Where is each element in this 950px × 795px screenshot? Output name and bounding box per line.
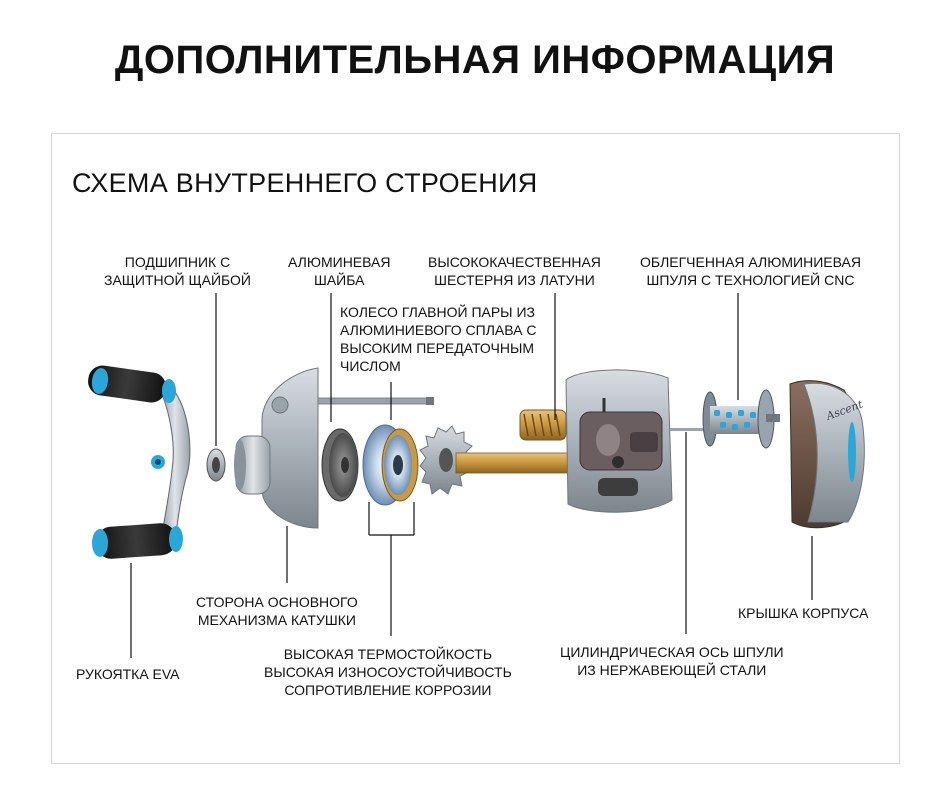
pinion-gear-part [419, 425, 473, 495]
handle-assembly [88, 365, 191, 559]
diagram-title: СХЕМА ВНУТРЕННЕГО СТРОЕНИЯ [72, 168, 538, 198]
diagram-panel [51, 133, 900, 764]
label-handle: РУКОЯТКА EVA [76, 666, 180, 682]
frame-body-part [565, 369, 673, 513]
label-cover: КРЫШКА КОРПУСА [738, 605, 869, 621]
page-title: ДОПОЛНИТЕЛЬНАЯ ИНФОРМАЦИЯ [114, 38, 836, 82]
spool-axis-part [455, 409, 569, 474]
leader-lines [130, 293, 813, 658]
side-plate-part [234, 367, 319, 529]
spool-part [702, 389, 780, 449]
shaft-extension [670, 428, 710, 431]
body-cover-part: Ascent [789, 380, 865, 529]
drive-shaft-part [317, 397, 434, 405]
aluminium-washer-part [321, 428, 359, 502]
main-gear-part [362, 424, 419, 506]
bearing-part [206, 448, 226, 482]
